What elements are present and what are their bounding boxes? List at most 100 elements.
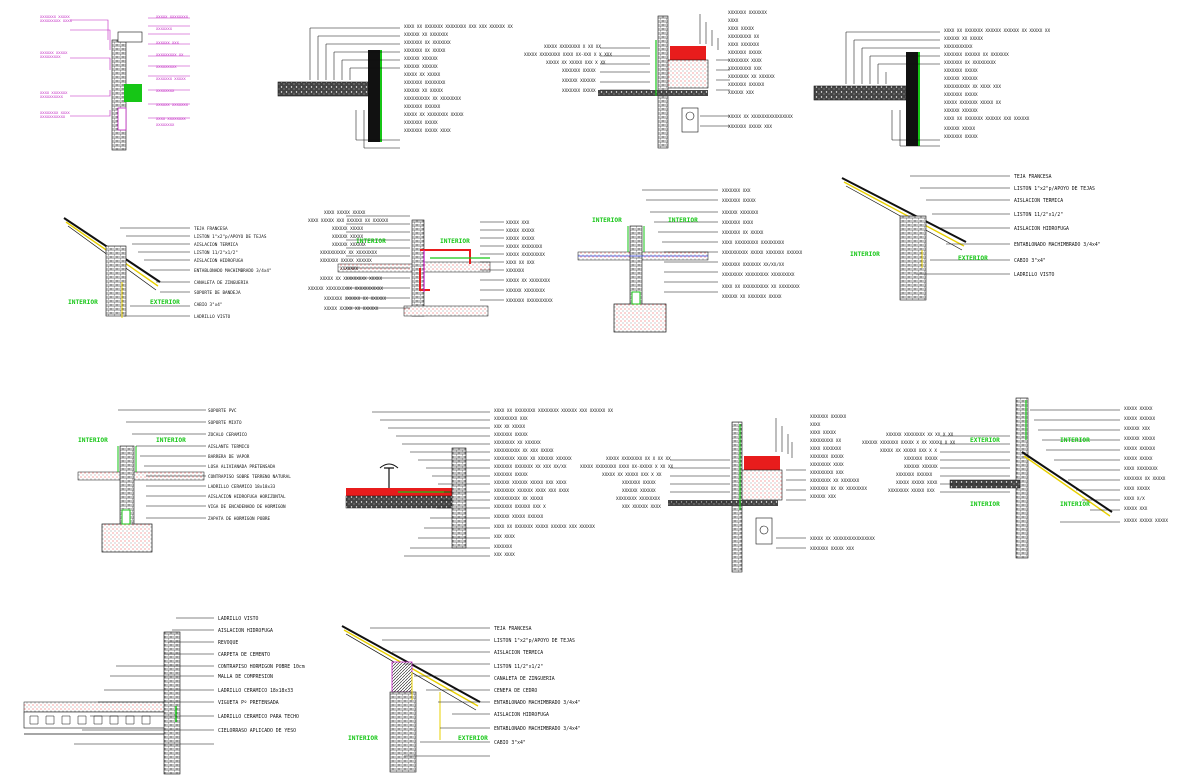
- svg-text:XXXXXXXXXX XX XXXXXXXX: XXXXXXXXXX XX XXXXXXXX: [404, 96, 461, 102]
- svg-text:XXXXXXXXX XXX: XXXXXXXXX XXX: [810, 470, 844, 476]
- svg-text:XXXXXXX XXXX: XXXXXXX XXXX: [722, 220, 753, 226]
- svg-text:XXXXXXX XXXXX XXXXXX: XXXXXXX XXXXX XXXXXX: [320, 258, 372, 264]
- tag-interior-14: INTERIOR: [348, 735, 378, 742]
- svg-text:XXXX XXXXXXX: XXXX XXXXXXX: [810, 446, 841, 452]
- svg-text:XXXXXXXX XX XXXXXX: XXXXXXXX XX XXXXXX: [728, 74, 775, 80]
- callout-label: CENEFA DE CEDRO: [494, 688, 537, 694]
- svg-text:XXXXXXXX: XXXXXXXX: [156, 122, 175, 127]
- svg-text:XXXXXXX XXXXX: XXXXXXX XXXXX: [944, 134, 978, 140]
- svg-text:XXXX XX XXXXXXXXXX XX XXXXXXXX: XXXX XX XXXXXXXXXX XX XXXXXXXX: [722, 284, 800, 290]
- callout-label: CONTRAPISO SOBRE TERRENO NATURAL: [208, 474, 291, 480]
- svg-text:XXXXXXX XXXXX XXX: XXXXXXX XXXXX XXX: [810, 546, 854, 552]
- callout-label: LADRILLO VISTO: [194, 314, 231, 320]
- svg-text:XXXXXX XXX: XXXXXX XXX: [156, 40, 180, 45]
- svg-text:XXXX XXXXX: XXXX XXXXX: [810, 430, 836, 436]
- detail-2-slab-junction: XXXX XX XXXXXXX XXXXXXXX XXX XXX XXXXXX …: [277, 24, 513, 149]
- svg-text:XXXXXXXX: XXXXXXXX: [156, 88, 175, 93]
- callout-label: SOPORTE MIXTO: [208, 420, 242, 426]
- detail-6-floor-wall: INTERIOR INTERIOR XXXX XXXXX XXXXXXXXX X…: [308, 210, 553, 317]
- tag-interior-9b: INTERIOR: [156, 437, 186, 444]
- callout-label: CABIO 3"x4": [1014, 258, 1046, 264]
- detail-11-parapet: XXXXXXX XXXXXXXXXX XXXX XXXXXXXXXXXXXX X…: [580, 414, 875, 573]
- svg-text:XXXX XXXXXXX: XXXX XXXXXXX: [728, 42, 759, 48]
- callout-label: TEJA FRANCESA: [194, 226, 228, 232]
- tag-interior-12c: INTERIOR: [1060, 501, 1090, 508]
- svg-text:XXXX XX XXXXXXX XXXXX XXXXXX X: XXXX XX XXXXXXX XXXXX XXXXXX XXX XXXXXX: [494, 524, 595, 530]
- svg-text:XXXXXX XXXXXX: XXXXXX XXXXXX: [404, 64, 438, 70]
- svg-text:XXXXX XXXXX XXXXX: XXXXX XXXXX XXXXX: [1124, 518, 1168, 524]
- callout-label: LADRILLO CERAMICO 18x18x33: [218, 688, 293, 694]
- svg-text:XXX XXXX: XXX XXXX: [494, 552, 515, 558]
- svg-text:XXXX X/X: XXXX X/X: [1124, 496, 1145, 502]
- svg-text:XXXXX XX XXXXXXXXXXXXXXXX: XXXXX XX XXXXXXXXXXXXXXXX: [810, 536, 875, 542]
- svg-text:XXXXX XX XXXXX XXX X XX: XXXXX XX XXXXX XXX X XX: [602, 472, 662, 478]
- tag-interior-6a: INTERIOR: [356, 238, 386, 245]
- svg-text:XXXX XX XXXXXXX XXXXXX XXX XXX: XXXX XX XXXXXXX XXXXXX XXX XXXXXX: [944, 116, 1030, 122]
- svg-text:XXXXXXX XXXXX: XXXXXXX XXXXX: [622, 480, 656, 486]
- svg-text:XXXXXXX XXXXXX XX XXXXXXX: XXXXXXX XXXXXX XX XXXXXXX: [944, 52, 1009, 58]
- svg-text:XXXXX XXXXXXXX XXXX XX-XXX X X: XXXXX XXXXXXXX XXXX XX-XXX X X XXX: [524, 52, 612, 58]
- svg-text:XXXXXX XX XXXXX: XXXXXX XX XXXXX: [404, 88, 443, 94]
- svg-text:XXXXXXXXX XX: XXXXXXXXX XX: [728, 34, 759, 40]
- callout-label: SOPORTE DE BANDEJA: [194, 290, 241, 296]
- callout-label: ENTABLONADO MACHIMBRADO 3/4x4": [194, 268, 272, 274]
- svg-text:XXXXXXX XXXXX: XXXXXXX XXXXX: [156, 76, 186, 81]
- svg-text:XXXX: XXXX: [810, 422, 821, 428]
- svg-text:XXXX XXXXXXXX: XXXX XXXXXXXX: [156, 116, 186, 121]
- tag-interior-7a: INTERIOR: [592, 217, 622, 224]
- callout-label: TEJA FRANCESA: [494, 626, 532, 632]
- svg-text:XXXXX XXX: XXXXX XXX: [506, 220, 530, 226]
- svg-text:XXXXXXXXXX XX XXXXXXXX: XXXXXXXXXX XX XXXXXXXX: [320, 250, 377, 256]
- svg-text:XXXXXXXXX XXX: XXXXXXXXX XXX: [494, 416, 528, 422]
- svg-text:XXXX XX XXXXXXXX XXXXXXXX XXXX: XXXX XX XXXXXXXX XXXXXXXX XXXXXX XXX XXX…: [494, 408, 613, 414]
- callout-label: AISLACION HIDROFUGA: [494, 712, 549, 718]
- svg-text:XXXXXXXX XXXX: XXXXXXXX XXXX: [40, 110, 70, 115]
- tag-interior-5: INTERIOR: [68, 299, 98, 306]
- svg-text:XXXXXX XX XXXXXXX: XXXXXX XX XXXXXXX: [404, 32, 448, 38]
- svg-text:XXXXXXX XXXXXXX XX/XX/XX: XXXXXXX XXXXXXX XX/XX/XX: [722, 262, 784, 268]
- svg-text:XXXXX XXXXX: XXXXX XXXXX: [1124, 406, 1153, 412]
- callout-label: AISLACION HIDROFUGA: [218, 628, 273, 634]
- svg-text:XXXXX XX XXXXXXXX XXXXX: XXXXX XX XXXXXXXX XXXXX: [404, 112, 464, 118]
- callout-label: AISLACION HIDROFUGA: [194, 258, 244, 264]
- svg-text:XXXXXX XXXXXX: XXXXXX XXXXXX: [404, 56, 438, 62]
- svg-text:XXXX XXXXX XXX XXXXXX XX XXXXX: XXXX XXXXX XXX XXXXXX XX XXXXXX: [308, 218, 389, 224]
- svg-text:XXXXXXX XXXXX: XXXXXXX XXXXX: [494, 432, 528, 438]
- svg-text:XXXXXXX XXXXXXXX: XXXXXXX XXXXXXXX: [404, 80, 446, 86]
- svg-text:XXXXX XXXXXXXX: XXXXX XXXXXXXX: [506, 244, 543, 250]
- tag-exterior-14: EXTERIOR: [458, 735, 488, 742]
- tag-interior-7b: INTERIOR: [668, 217, 698, 224]
- svg-text:XXXXXX XXXXXXX XXXXX X XX XXXX: XXXXXX XXXXXXX XXXXX X XX XXXXX X XX: [862, 440, 956, 446]
- svg-text:XXXXX XXX: XXXXX XXX: [1124, 506, 1148, 512]
- svg-text:XXXXXX XXXXXXXXXX XXXXXXXXXXX: XXXXXX XXXXXXXXXX XXXXXXXXXXX: [308, 286, 383, 292]
- detail-12-eave-slab: EXTERIOR INTERIOR INTERIOR INTERIOR XXXX…: [862, 397, 1168, 559]
- svg-text:XXXXXX XXXXXX: XXXXXX XXXXXX: [944, 108, 978, 114]
- svg-text:XXXXXXX XXXXXX: XXXXXXX XXXXXX: [810, 414, 847, 420]
- callout-label: TEJA FRANCESA: [1014, 174, 1052, 180]
- svg-text:XXXX XXXXXXXX: XXXX XXXXXXXX: [1124, 466, 1158, 472]
- svg-text:XXXX XX XXXXXXX XXXXXXXX XXX X: XXXX XX XXXXXXX XXXXXXXX XXX XXX XXXXXX …: [404, 24, 513, 30]
- svg-text:XXXXX XXXXX: XXXXX XXXXX: [506, 236, 535, 242]
- svg-text:XXXXXXXX XX XXXXXX: XXXXXXXX XX XXXXXX: [494, 440, 541, 446]
- svg-text:XXXXX XX XXXXXXXXXXXXXXXX: XXXXX XX XXXXXXXXXXXXXXXX: [728, 114, 793, 120]
- svg-text:XXXXXXX XXXXXX XXX X: XXXXXXX XXXXXX XXX X: [494, 504, 546, 510]
- svg-text:XXXXXXX XX XXXXX: XXXXXXX XX XXXXX: [404, 48, 446, 54]
- svg-text:XXXX XXXXX: XXXX XXXXX: [1124, 486, 1150, 492]
- svg-text:XXXXXX XX XXXXXXX XXXXX: XXXXXX XX XXXXXXX XXXXX: [722, 294, 782, 300]
- svg-text:XXXXX XX XXXXX XXX X XX: XXXXX XX XXXXX XXX X XX: [546, 60, 606, 66]
- svg-text:XXX XX XXXXX: XXX XX XXXXX: [494, 424, 525, 430]
- svg-text:XXXX XXXXXXXXX XXXXXXXXX: XXXX XXXXXXXXX XXXXXXXXX: [722, 240, 784, 246]
- tag-interior-12a: EXTERIOR: [970, 437, 1000, 444]
- callout-label: LOSA ALIVIANADA PRETENSADA: [208, 464, 276, 470]
- svg-text:XXXXXXX XXXXXX: XXXXXXX XXXXXX: [728, 82, 765, 88]
- callout-label: ZOCALO CERAMICO: [208, 432, 247, 438]
- svg-text:XXXXXX XXXXXXX: XXXXXX XXXXXXX: [722, 210, 759, 216]
- svg-text:XXX XXXX: XXX XXXX: [494, 534, 515, 540]
